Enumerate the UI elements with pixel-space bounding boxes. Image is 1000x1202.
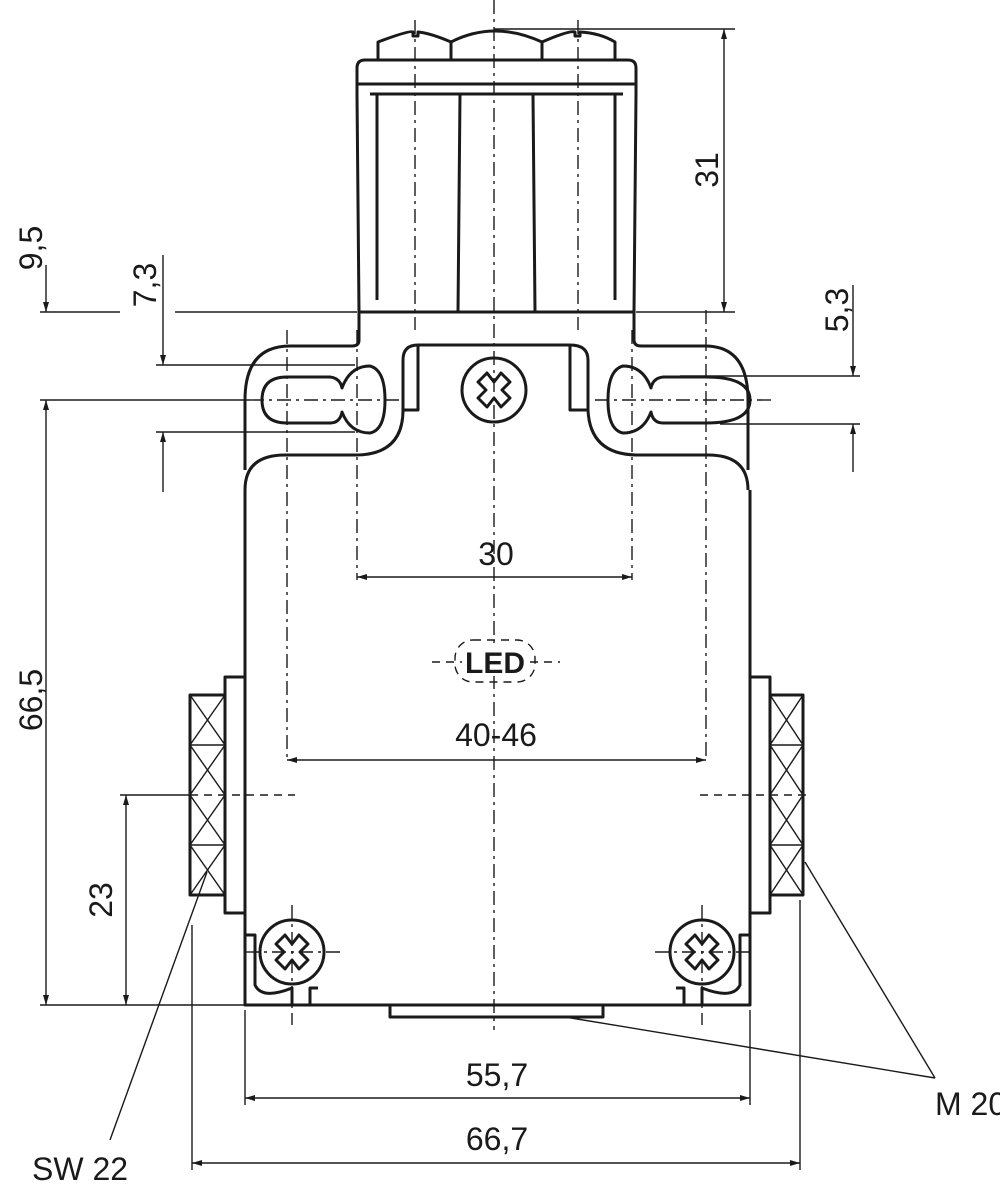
led-label: LED <box>465 647 525 680</box>
dim-31: 31 <box>689 152 725 188</box>
dim-55-7: 55,7 <box>466 1057 528 1093</box>
dim-30: 30 <box>478 536 514 572</box>
dim-5-3: 5,3 <box>819 288 855 332</box>
cable-gland-right <box>748 675 805 915</box>
led-indicator: LED <box>432 639 560 683</box>
actuator-head <box>355 29 638 314</box>
label-m20: M 20 <box>935 1086 1000 1122</box>
extension-lines <box>40 28 936 1170</box>
dimension-lines <box>43 29 856 1166</box>
dim-9-5: 9,5 <box>13 226 49 270</box>
dim-40-46: 40-46 <box>455 717 537 753</box>
dim-23: 23 <box>83 882 119 918</box>
dim-66-5: 66,5 <box>13 669 49 731</box>
dim-7-3: 7,3 <box>127 263 163 307</box>
dim-66-7: 66,7 <box>466 1121 528 1157</box>
label-sw22: SW 22 <box>32 1151 128 1187</box>
